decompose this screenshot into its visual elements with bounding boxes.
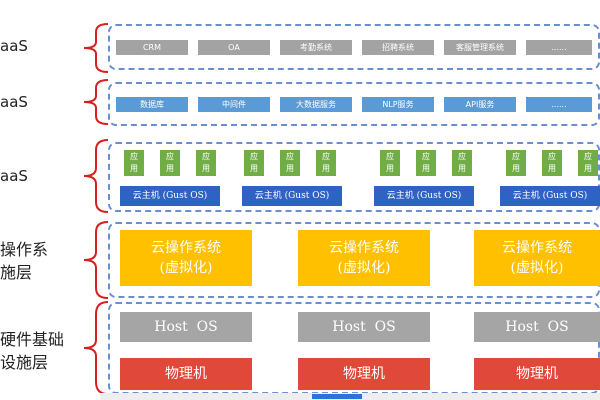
iaas-bracket	[83, 139, 109, 213]
cloud-os-box-line1: 云操作系统	[502, 240, 572, 256]
paas-item-database: 数据库	[116, 97, 188, 112]
paas-item-more: ......	[526, 97, 592, 112]
paas-layer-box	[108, 82, 600, 126]
saas-item-attendance: 考勤系统	[280, 40, 352, 55]
vm-box: 云主机 (Gust OS)	[500, 186, 600, 206]
cloud-os-layer-label-line1: 操作系	[0, 240, 49, 259]
paas-item-middleware: 中间件	[198, 97, 270, 112]
app-box: 应用	[316, 150, 336, 176]
paas-item-api: API服务	[444, 97, 516, 112]
cloud-os-bracket	[83, 221, 109, 299]
cloud-os-box-line2: (虚拟化)	[510, 260, 564, 276]
iaas-layer-label: aaS	[0, 167, 28, 185]
saas-layer-box	[108, 24, 600, 70]
saas-item-oa: OA	[198, 40, 270, 55]
paas-item-nlp: NLP服务	[362, 97, 434, 112]
saas-item-more: ......	[526, 40, 592, 55]
app-box: 应用	[196, 150, 216, 176]
iaas-layer-box	[108, 142, 600, 212]
app-box: 应用	[380, 150, 400, 176]
hardware-layer-label-line2: 设施层	[0, 353, 49, 372]
cloud-os-box-line2: (虚拟化)	[159, 260, 213, 276]
physical-machine-box: 物理机	[298, 358, 430, 390]
physical-machine-box: 物理机	[474, 358, 600, 390]
host-os-box: Host OS	[474, 312, 600, 342]
vm-box: 云主机 (Gust OS)	[374, 186, 474, 206]
app-box: 应用	[124, 150, 144, 176]
app-box: 应用	[578, 150, 598, 176]
cloud-os-box: 云操作系统 (虚拟化)	[298, 230, 430, 286]
app-box: 应用	[542, 150, 562, 176]
layer-brackets	[83, 23, 109, 395]
paas-item-big-data: 大数据服务	[280, 97, 352, 112]
vm-box: 云主机 (Gust OS)	[120, 186, 220, 206]
vm-box: 云主机 (Gust OS)	[242, 186, 342, 206]
saas-item-recruiting: 招聘系统	[362, 40, 434, 55]
saas-item-crm: CRM	[116, 40, 188, 55]
hardware-bracket	[83, 301, 109, 395]
cloud-os-box: 云操作系统 (虚拟化)	[474, 230, 600, 286]
hardware-layer-label-line1: 硬件基础	[0, 330, 65, 349]
app-box: 应用	[280, 150, 300, 176]
paas-layer-label: aaS	[0, 93, 28, 111]
cloud-os-box-line1: 云操作系统	[151, 240, 221, 256]
app-box: 应用	[416, 150, 436, 176]
app-box: 应用	[506, 150, 526, 176]
app-box: 应用	[452, 150, 472, 176]
cloud-os-box-line2: (虚拟化)	[337, 260, 391, 276]
app-box: 应用	[244, 150, 264, 176]
physical-machine-box: 物理机	[120, 358, 252, 390]
paas-bracket	[83, 79, 109, 125]
cloud-os-box: 云操作系统 (虚拟化)	[120, 230, 252, 286]
host-os-box: Host OS	[120, 312, 252, 342]
saas-item-customer-service: 客服管理系统	[444, 40, 516, 55]
app-box: 应用	[160, 150, 180, 176]
progress-indicator[interactable]	[312, 394, 362, 399]
cloud-os-layer-label-line2: 施层	[0, 263, 33, 282]
cloud-os-box-line1: 云操作系统	[329, 240, 399, 256]
saas-bracket	[83, 23, 109, 73]
host-os-box: Host OS	[298, 312, 430, 342]
saas-layer-label: aaS	[0, 37, 28, 55]
